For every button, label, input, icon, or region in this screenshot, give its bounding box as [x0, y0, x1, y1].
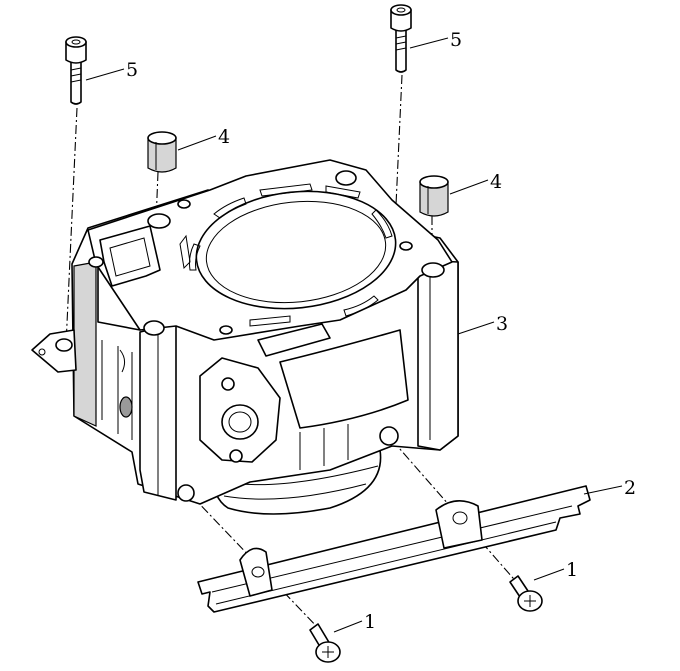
stud-hole-rear-right [421, 262, 445, 278]
left-mounting-tab [31, 329, 77, 373]
callout-1-front: 1 [364, 611, 376, 633]
leader-lines [85, 37, 623, 633]
intake-port [221, 404, 259, 440]
callout-1-rear: 1 [566, 559, 578, 581]
callout-2: 2 [624, 477, 636, 499]
callout-4-right: 4 [490, 171, 502, 193]
dowel-pin-left [147, 131, 177, 173]
callout-5-left: 5 [126, 59, 138, 81]
axis-bolt-right [395, 74, 403, 206]
base-bolt-hole-front [177, 484, 195, 502]
dowel-pin-right [419, 175, 449, 217]
screw-rear [509, 575, 543, 612]
coolant-outlet [257, 323, 331, 357]
water-jacket [279, 329, 409, 429]
axis-bolt-left [65, 107, 78, 346]
stud-hole-rear-left [335, 170, 357, 186]
coolant-passages [179, 183, 393, 327]
callout-5-right: 5 [450, 29, 462, 51]
rail-mount-ear-rear [435, 500, 483, 549]
axis-screw-front [189, 493, 321, 631]
base-bolt-hole-rear [379, 426, 399, 446]
cap-bolt-right [390, 4, 412, 73]
stud-hole-front-left [147, 213, 171, 229]
cylinder-block [31, 159, 459, 515]
rail-mount-ear-front [239, 547, 273, 597]
casting-logo [119, 396, 133, 418]
left-side-face [73, 261, 97, 427]
callout-4-left: 4 [218, 126, 230, 148]
stud-hole-front-right [143, 320, 165, 336]
screw-front [309, 623, 341, 663]
right-stud-tower [417, 259, 459, 451]
chain-guide-rail [197, 485, 591, 613]
cap-bolt-left [65, 36, 87, 105]
callout-3: 3 [496, 313, 508, 335]
